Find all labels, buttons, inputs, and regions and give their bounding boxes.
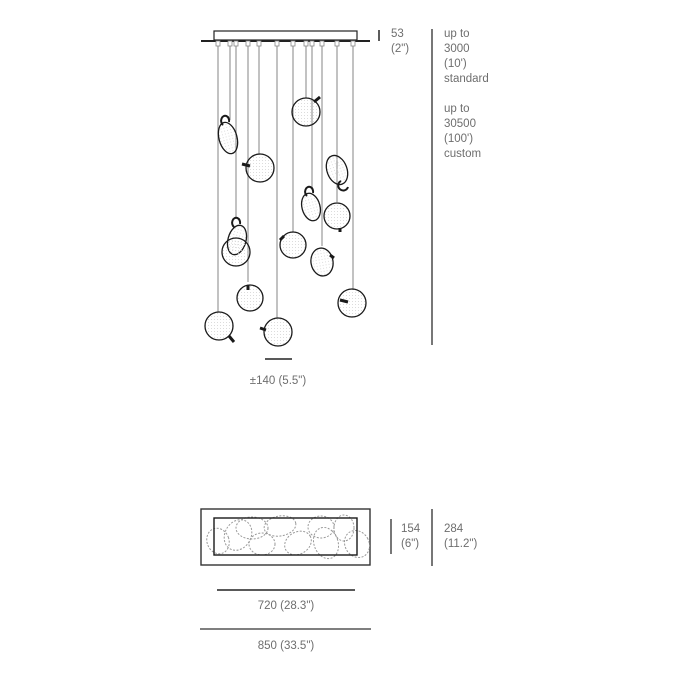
inner-depth-label: 154 (6")	[401, 522, 420, 552]
sockets	[215, 40, 356, 47]
drop-custom-prefix: up to	[444, 103, 470, 115]
outer-width-label: 850 (33.5")	[257, 640, 315, 652]
outer-depth-label: 284 (11.2")	[444, 522, 477, 552]
drop-custom-inch: (100')	[444, 133, 474, 145]
canopy-height-inch: (2")	[391, 43, 410, 55]
canopy-height-mm: 53	[391, 28, 404, 40]
drop-standard-note: standard	[444, 73, 489, 85]
drop-custom-mm: 30500	[444, 118, 476, 130]
pendants	[204, 97, 367, 347]
outer-depth-mm: 284	[444, 523, 464, 535]
drop-standard-label: up to 3000 (10') standard	[444, 27, 489, 87]
inner-depth-inch: (6")	[401, 538, 420, 550]
outer-depth-inch: (11.2")	[444, 538, 478, 550]
pendant-diameter-label: ±140 (5.5")	[249, 375, 307, 387]
drop-standard-prefix: up to	[444, 28, 470, 40]
drop-custom-label: up to 30500 (100') custom	[444, 102, 481, 162]
inner-width-label: 720 (28.3")	[257, 600, 315, 612]
canopy-height-label: 53 (2")	[391, 27, 409, 57]
plan-inner-canopy	[213, 517, 358, 556]
inner-depth-mm: 154	[401, 523, 421, 535]
canopy	[213, 30, 358, 41]
drop-custom-note: custom	[444, 148, 482, 160]
drop-standard-mm: 3000	[444, 43, 470, 55]
pendant-loops	[220, 95, 349, 343]
drop-standard-inch: (10')	[444, 58, 467, 70]
